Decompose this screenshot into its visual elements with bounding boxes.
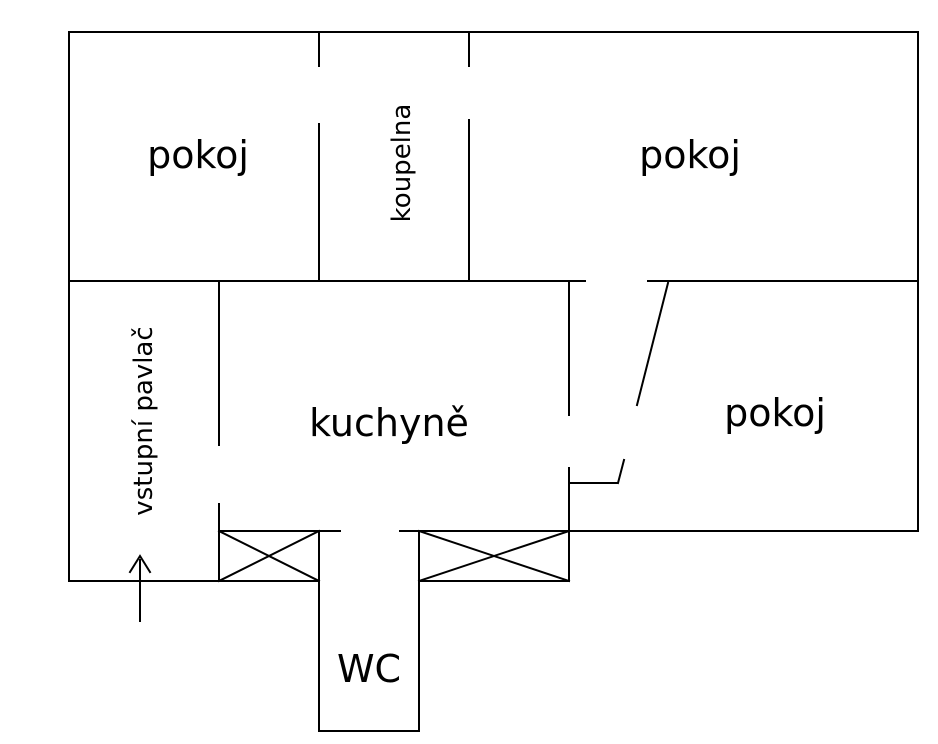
room-label-koupelna: koupelna bbox=[387, 104, 417, 223]
room-label-pokoj-top-right: pokoj bbox=[639, 133, 741, 177]
room-label-vstupni-pavlac: vstupní pavlač bbox=[129, 326, 159, 515]
room-label-wc: WC bbox=[337, 647, 401, 691]
room-label-pokoj-top-left: pokoj bbox=[147, 133, 249, 177]
entrance-arrow bbox=[128, 554, 152, 622]
crossed-shaft-left bbox=[217, 529, 321, 583]
room-label-pokoj-right: pokoj bbox=[724, 391, 826, 435]
crossed-shaft-right bbox=[417, 529, 571, 583]
room-label-kuchyne: kuchyně bbox=[309, 401, 469, 445]
door-swings bbox=[616, 281, 670, 485]
